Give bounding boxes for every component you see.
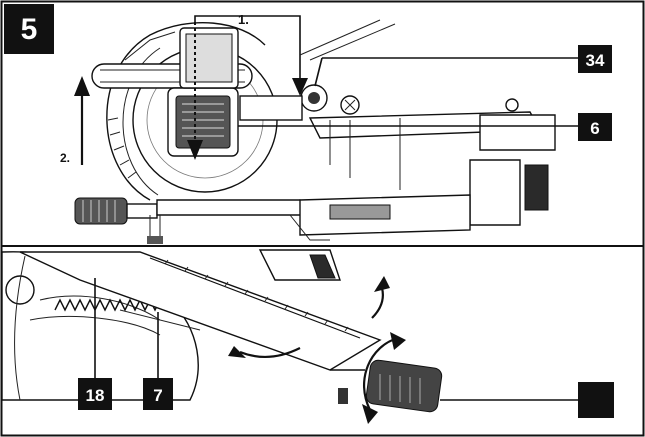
rotate-arrow-icon: [371, 276, 390, 319]
turn-arrow-icon: [362, 332, 406, 424]
saw-base: [74, 194, 471, 244]
callout-box-34: [578, 45, 612, 73]
step-two-label: 2.: [60, 151, 70, 165]
locking-knob: [239, 84, 328, 121]
arrow-down-icon: [187, 22, 203, 160]
callout-box-18: [78, 378, 112, 410]
callout-7: 7: [153, 386, 162, 405]
callout-box-blank: [578, 382, 614, 418]
callout-box-6: [578, 113, 612, 141]
step-one-indicator: 1.: [194, 12, 308, 96]
swing-arrow-icon: [228, 346, 301, 359]
callout-box-7: [143, 378, 173, 410]
arrow-down-icon: [292, 78, 308, 96]
step-number-box: [4, 4, 54, 54]
callout-18: 18: [86, 386, 105, 405]
right-fence: [469, 98, 556, 226]
callout-6: 6: [590, 119, 599, 138]
callout-34: 34: [586, 51, 605, 70]
step-number: 5: [21, 13, 38, 46]
top-panel: 5: [4, 4, 612, 244]
step-one-label: 1.: [238, 12, 249, 27]
miter-handle: [330, 359, 443, 413]
bottom-panel: 18 7: [1, 249, 614, 424]
miter-arm: [14, 249, 382, 401]
arrow-up-icon: [74, 76, 90, 165]
